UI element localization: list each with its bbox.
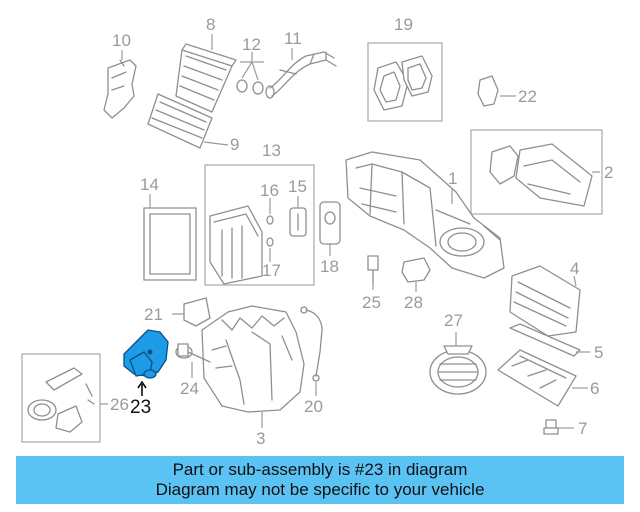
callout-23[interactable]: 23 [130, 397, 152, 418]
callout-19: 19 [394, 15, 413, 34]
part-18-actuator [319, 201, 341, 256]
part-12-orings [236, 52, 264, 95]
callout-2: 2 [604, 163, 614, 182]
part-3-lower-case [201, 305, 305, 428]
part-13-module [209, 196, 307, 285]
part-20-hose [300, 306, 323, 396]
callout-8: 8 [206, 15, 216, 34]
callout-1: 1 [448, 169, 458, 188]
part-9-heater-core [147, 93, 229, 149]
callout-12: 12 [242, 35, 261, 54]
callout-6: 6 [590, 379, 600, 398]
part-26-group [27, 367, 108, 433]
callout-15: 15 [288, 177, 307, 196]
part-14-filter [143, 194, 197, 281]
callout-17: 17 [262, 261, 281, 280]
part-11-pipes [265, 48, 337, 99]
callout-28: 28 [404, 293, 423, 312]
callout-25: 25 [362, 293, 381, 312]
group-box-19 [367, 42, 443, 122]
part-6-plate [497, 349, 588, 407]
part-25-bolt [367, 255, 379, 290]
part-24-sensor [175, 343, 211, 378]
callout-11: 11 [284, 29, 302, 48]
part-10-bracket [103, 50, 137, 119]
callout-5: 5 [594, 343, 604, 362]
callout-18: 18 [320, 257, 339, 276]
part-19-gaskets [373, 55, 433, 111]
callout-21: 21 [144, 305, 163, 324]
group-box-13 [204, 164, 315, 286]
part-7-screw [543, 419, 574, 435]
part-21-bracket [172, 297, 211, 327]
group-box-26 [21, 353, 101, 443]
part-5-strip [509, 323, 590, 357]
callout-7: 7 [578, 419, 588, 438]
callout-10: 10 [112, 31, 131, 50]
callout-3: 3 [256, 429, 266, 448]
callout-20: 20 [304, 397, 323, 416]
part-8-evaporator [175, 34, 237, 113]
callout-9: 9 [230, 135, 240, 154]
part-27-blower-motor [429, 332, 487, 395]
callout-13: 13 [262, 141, 281, 160]
part-4-filter [509, 265, 581, 337]
part-22-clip [477, 75, 516, 107]
callout-26: 26 [110, 395, 129, 414]
callout-16: 16 [260, 181, 279, 200]
callout-27: 27 [444, 311, 463, 330]
info-banner: Part or sub-assembly is #23 in diagram D… [16, 456, 624, 504]
callout-14: 14 [140, 175, 159, 194]
parts-diagram [21, 34, 603, 443]
part-23-highlighted[interactable] [123, 329, 169, 396]
callout-24: 24 [180, 379, 199, 398]
group-box-2 [470, 129, 603, 215]
callout-22: 22 [518, 87, 537, 106]
part-1-hvac-case [345, 151, 505, 279]
callout-4: 4 [570, 259, 580, 278]
banner-line-part: Part or sub-assembly is #23 in diagram [172, 460, 468, 479]
banner-line-disclaimer: Diagram may not be specific to your vehi… [155, 480, 485, 499]
part-28-bracket [401, 257, 431, 292]
part-2-duct [489, 143, 600, 207]
